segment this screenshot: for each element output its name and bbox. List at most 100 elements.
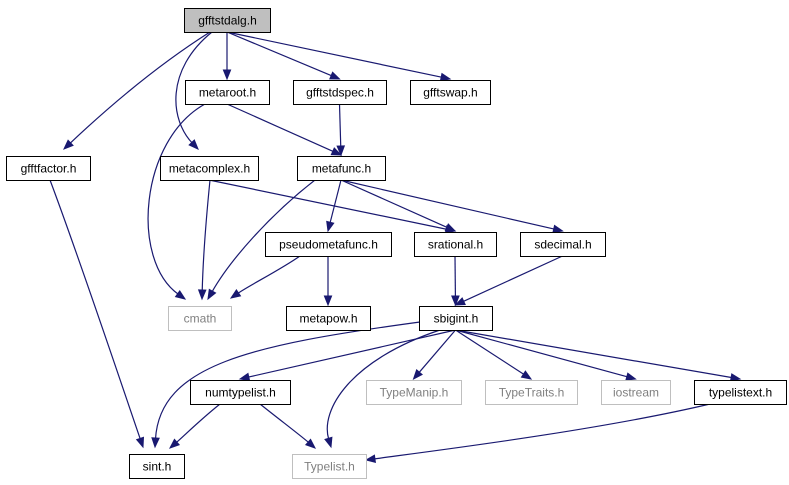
edge-metaroot-to-cmath xyxy=(147,103,206,300)
node-typelistext[interactable]: typelistext.h xyxy=(694,380,787,405)
node-metapow[interactable]: metapow.h xyxy=(286,306,371,331)
edge-metaroot-to-metafunc xyxy=(226,103,343,156)
arrowhead-icon xyxy=(135,436,145,449)
arrowhead-icon xyxy=(188,139,199,150)
node-pseudometafunc[interactable]: pseudometafunc.h xyxy=(265,232,392,257)
node-sint[interactable]: sint.h xyxy=(129,454,185,479)
node-box xyxy=(410,80,491,105)
node-numtypelist[interactable]: numtypelist.h xyxy=(190,380,291,405)
edge-line xyxy=(259,403,310,444)
arrowhead-icon xyxy=(324,436,333,449)
node-box xyxy=(286,306,371,331)
node-label: iostream xyxy=(613,386,659,400)
edge-numtypelist-to-typelist xyxy=(259,403,317,449)
edge-pseudometafunc-to-cmath xyxy=(229,255,301,299)
node-box xyxy=(694,380,787,405)
arrowhead-icon xyxy=(197,289,207,301)
node-box xyxy=(601,380,671,405)
node-metafunc[interactable]: metafunc.h xyxy=(297,156,386,181)
edge-line xyxy=(455,329,525,376)
arrowhead-icon xyxy=(63,139,74,150)
arrowhead-icon xyxy=(304,438,317,449)
node-box xyxy=(292,454,367,479)
node-box xyxy=(184,8,271,33)
node-box xyxy=(6,156,91,181)
edge-gfftstdalg-to-gfftstdspec xyxy=(226,31,341,80)
node-label: pseudometafunc.h xyxy=(279,238,378,252)
arrowhead-icon xyxy=(444,223,457,232)
node-label: metapow.h xyxy=(299,312,357,326)
node-gfftstdspec[interactable]: gfftstdspec.h xyxy=(293,80,387,105)
arrowhead-icon xyxy=(174,289,187,300)
node-label: gfftswap.h xyxy=(423,86,477,100)
arrowhead-icon xyxy=(329,71,341,80)
node-sdecimal[interactable]: sdecimal.h xyxy=(520,232,606,257)
edge-sbigint-to-sint xyxy=(151,321,421,449)
edge-gfftstdalg-to-gfftfactor xyxy=(63,31,211,150)
arrowhead-icon xyxy=(451,295,460,307)
edge-line xyxy=(462,255,563,303)
node-gfftfactor[interactable]: gfftfactor.h xyxy=(6,156,91,181)
edge-line xyxy=(175,31,213,144)
arrowhead-icon xyxy=(229,289,242,299)
node-label: gfftstdspec.h xyxy=(306,86,374,100)
edge-line xyxy=(175,403,221,444)
node-typelist: Typelist.h xyxy=(292,454,367,479)
node-iostream: iostream xyxy=(601,380,671,405)
node-label: sdecimal.h xyxy=(534,238,591,252)
node-typemanip: TypeManip.h xyxy=(366,380,462,405)
node-gfftswap[interactable]: gfftswap.h xyxy=(410,80,491,105)
node-gfftstdalg[interactable]: gfftstdalg.h xyxy=(184,8,271,33)
node-metacomplex[interactable]: metacomplex.h xyxy=(160,156,259,181)
node-box xyxy=(160,156,259,181)
edge-line xyxy=(49,179,141,440)
edge-sbigint-to-iostream xyxy=(455,329,637,381)
node-label: numtypelist.h xyxy=(205,386,276,400)
node-label: metacomplex.h xyxy=(169,162,250,176)
edge-sdecimal-to-sbigint xyxy=(454,255,563,306)
edge-line xyxy=(211,179,316,293)
arrowhead-icon xyxy=(625,372,637,381)
node-box xyxy=(265,232,392,257)
node-label: cmath xyxy=(184,312,217,326)
edge-line xyxy=(247,329,456,378)
edge-gfftstdspec-to-metafunc xyxy=(336,103,346,157)
arrowhead-icon xyxy=(168,438,181,449)
arrowhead-icon xyxy=(454,297,466,306)
edge-line xyxy=(455,329,733,379)
arrowhead-icon xyxy=(439,72,452,82)
edge-line xyxy=(201,179,211,292)
edge-gfftfactor-to-sint xyxy=(49,179,145,449)
edge-gfftstdalg-to-metacomplex xyxy=(175,31,213,150)
arrowhead-icon xyxy=(330,147,343,156)
edge-line xyxy=(237,255,301,294)
edge-sbigint-to-typetraits xyxy=(455,329,533,380)
edge-sbigint-to-numtypelist xyxy=(238,329,456,382)
edge-metafunc-to-sdecimal xyxy=(340,179,564,234)
arrowhead-icon xyxy=(151,437,160,449)
arrowhead-icon xyxy=(207,288,217,301)
edge-line xyxy=(226,31,443,78)
arrowhead-icon xyxy=(520,370,533,380)
node-srational[interactable]: srational.h xyxy=(414,232,497,257)
edge-sbigint-to-typelistext xyxy=(455,329,742,382)
edge-typelistext-to-typelist xyxy=(364,403,711,464)
node-box xyxy=(185,80,270,105)
arrowhead-icon xyxy=(364,454,376,464)
arrowhead-icon xyxy=(412,368,423,381)
arrowhead-icon xyxy=(336,145,346,157)
edge-metacomplex-to-cmath xyxy=(197,179,211,301)
node-metaroot[interactable]: metaroot.h xyxy=(185,80,270,105)
node-label: sbigint.h xyxy=(434,312,479,326)
edge-line xyxy=(340,179,555,230)
edge-pseudometafunc-to-metapow xyxy=(323,256,333,307)
node-label: typelistext.h xyxy=(709,386,772,400)
node-label: srational.h xyxy=(428,238,483,252)
edge-gfftstdalg-to-metaroot xyxy=(222,32,232,81)
node-sbigint[interactable]: sbigint.h xyxy=(419,306,493,331)
node-label: gfftfactor.h xyxy=(21,162,77,176)
edge-sbigint-to-typemanip xyxy=(412,329,456,381)
node-cmath: cmath xyxy=(168,306,232,331)
edge-srational-to-sbigint xyxy=(451,255,460,307)
